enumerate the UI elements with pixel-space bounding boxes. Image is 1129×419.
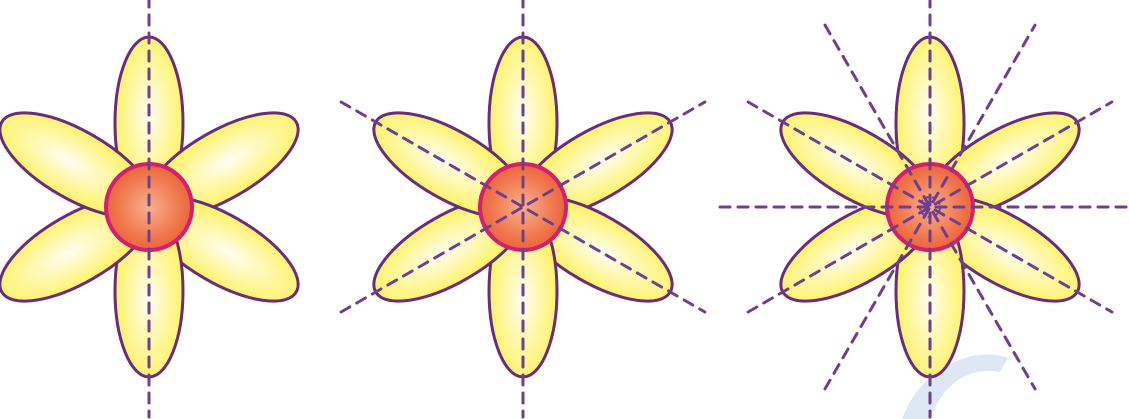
flower-2-three-axes (341, 0, 705, 417)
flower-1-vertical-axis (0, 0, 313, 417)
flower-3-six-axes (720, 0, 1129, 417)
